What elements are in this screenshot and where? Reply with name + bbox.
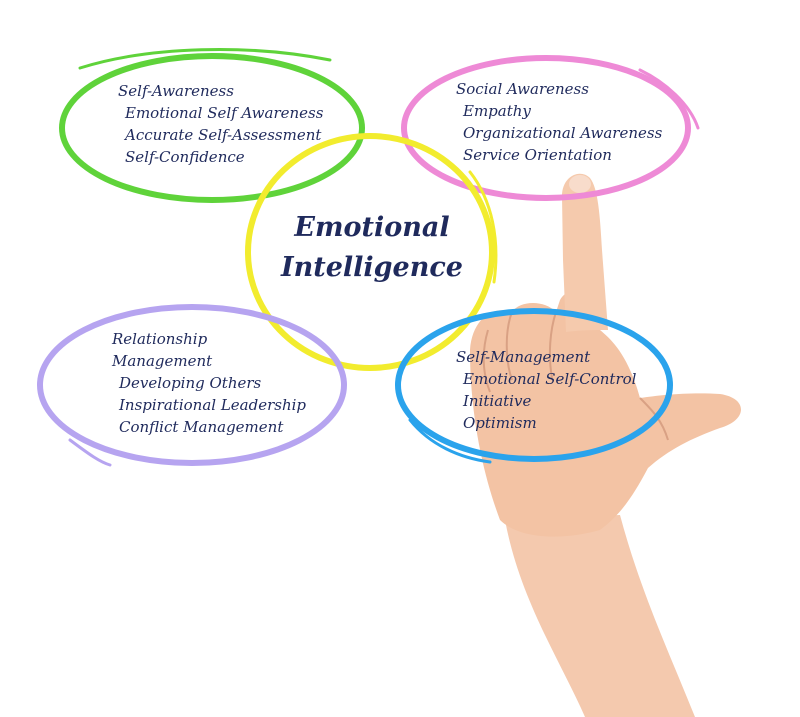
knuckle-shading	[482, 311, 557, 393]
social-awareness-item: Service Orientation	[463, 146, 612, 164]
social-awareness-item: Organizational Awareness	[463, 124, 663, 142]
relationship-management-ring	[37, 304, 347, 467]
relationship-management-cluster: Relationship Management Developing Other…	[112, 328, 306, 438]
center-title-line: Emotional	[294, 212, 450, 243]
palm	[470, 291, 741, 537]
social-awareness-heading: Social Awareness	[456, 80, 589, 98]
self-management-item: Emotional Self-Control	[463, 370, 637, 388]
relationship-management-heading: Relationship	[112, 330, 208, 348]
fingernail	[569, 175, 591, 193]
forearm	[505, 515, 695, 717]
center-title-line: Intelligence	[281, 252, 463, 283]
self-awareness-heading: Self-Awareness	[118, 82, 234, 100]
social-awareness-item: Empathy	[463, 102, 531, 120]
social-awareness-ring	[401, 55, 700, 201]
self-management-item: Optimism	[463, 414, 537, 432]
relationship-management-item: Inspirational Leadership	[119, 396, 307, 414]
relationship-management-heading: Management	[112, 352, 213, 370]
relationship-management-item: Conflict Management	[119, 418, 284, 436]
center-ring	[245, 133, 498, 371]
social-awareness-cluster: Social Awareness Empathy Organizational …	[456, 78, 662, 166]
self-awareness-item: Emotional Self Awareness	[125, 104, 324, 122]
self-management-ring	[395, 308, 673, 464]
self-management-item: Initiative	[463, 392, 532, 410]
self-awareness-ring	[59, 48, 365, 203]
center-title: Emotional Intelligence	[262, 208, 482, 288]
index-finger	[562, 173, 608, 332]
relationship-management-item: Developing Others	[119, 374, 262, 392]
pointing-hand-icon	[470, 173, 741, 717]
self-awareness-item: Accurate Self-Assessment	[125, 126, 322, 144]
self-management-cluster: Self-Management Emotional Self-Control I…	[456, 346, 636, 434]
self-awareness-item: Self-Confidence	[125, 148, 245, 166]
self-awareness-cluster: Self-Awareness Emotional Self Awareness …	[118, 80, 323, 168]
self-management-heading: Self-Management	[456, 348, 591, 366]
